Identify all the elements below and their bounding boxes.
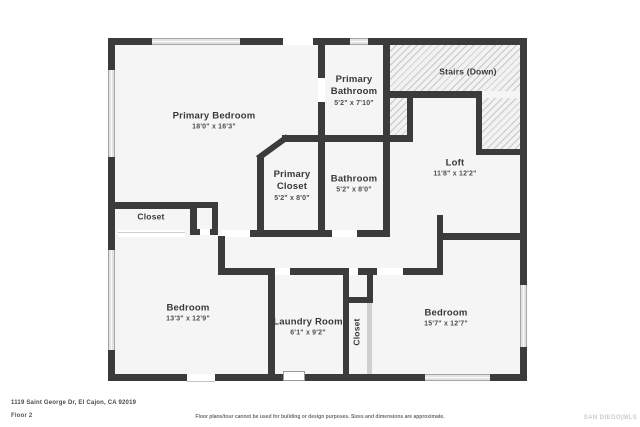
door-opening xyxy=(318,78,325,102)
stairs-hatch-area xyxy=(482,98,520,149)
wall xyxy=(108,38,152,45)
room-name: Bedroom xyxy=(424,307,468,319)
footer-floor-label: Floor 2 xyxy=(11,413,33,419)
room-dims: 13'3" x 12'9" xyxy=(166,315,210,323)
wall xyxy=(218,268,275,275)
room-name: Loft xyxy=(445,157,465,169)
wall xyxy=(476,91,482,155)
room-label-closet-upper: Closet xyxy=(137,211,164,222)
room-name: Closet xyxy=(137,211,165,222)
wall-opening xyxy=(283,38,313,45)
wall xyxy=(108,202,197,209)
door-opening xyxy=(187,374,215,382)
room-label-bathroom: Bathroom 5'2" x 8'0" xyxy=(331,173,377,194)
wall xyxy=(367,268,373,303)
room-dims: 6'1" x 9'2" xyxy=(290,329,326,337)
wall xyxy=(212,203,218,235)
room-dims: 5'2" x 7'10" xyxy=(334,99,374,107)
room-dims: 5'2" x 8'0" xyxy=(274,194,310,202)
wall xyxy=(437,233,527,240)
stairs-hatch-area xyxy=(390,45,520,91)
wall xyxy=(403,268,443,275)
door-opening xyxy=(222,230,250,237)
mls-watermark: SAN DIEGO|MLS xyxy=(583,415,637,421)
wall xyxy=(197,202,218,208)
room-name: Primary Bedroom xyxy=(172,110,256,122)
room-label-laundry: Laundry Room 6'1" x 9'2" xyxy=(273,316,342,337)
window xyxy=(350,38,368,45)
door-opening xyxy=(377,268,403,275)
window-frame xyxy=(283,371,305,381)
room-label-primary-bathroom: Primary Bathroom 5'2" x 7'10" xyxy=(318,74,390,108)
window xyxy=(425,374,490,381)
wall xyxy=(318,45,325,78)
door-opening xyxy=(200,229,210,235)
window xyxy=(152,38,240,45)
room-dims: 5'2" x 8'0" xyxy=(336,186,372,194)
room-label-stairs: Stairs (Down) xyxy=(439,66,496,77)
wall xyxy=(108,350,115,381)
wall xyxy=(407,91,413,142)
room-name: Primary Closet xyxy=(273,169,311,193)
room-label-primary-bedroom: Primary Bedroom 18'0" x 16'3" xyxy=(173,110,256,131)
footer-disclaimer: Floor plans/tour cannot be used for buil… xyxy=(195,414,445,420)
wall xyxy=(476,149,527,155)
wall xyxy=(257,155,264,237)
sliding-door xyxy=(118,230,185,237)
wall xyxy=(190,202,197,235)
wall xyxy=(368,38,527,45)
wall xyxy=(318,142,325,237)
room-label-loft: Loft 11'8" x 12'2" xyxy=(433,157,476,178)
wall xyxy=(268,275,275,374)
stairs-hatch-area xyxy=(390,98,407,135)
wall xyxy=(215,374,283,381)
wall xyxy=(383,45,390,142)
wall xyxy=(250,230,332,237)
wall xyxy=(305,374,425,381)
wall xyxy=(520,347,527,381)
window xyxy=(108,70,115,157)
footer-address: 1119 Saint George Dr, El Cajon, CA 92019 xyxy=(11,400,137,406)
room-dims: 11'8" x 12'2" xyxy=(433,170,477,178)
wall xyxy=(383,142,390,237)
wall xyxy=(282,135,413,142)
wall xyxy=(313,38,350,45)
room-dims: 18'0" x 16'3" xyxy=(192,123,236,131)
wall xyxy=(318,102,325,142)
wall xyxy=(240,38,283,45)
room-name: Bedroom xyxy=(166,302,210,314)
room-name: Stairs (Down) xyxy=(439,66,497,77)
wall xyxy=(290,268,343,275)
room-name: Closet xyxy=(351,318,362,346)
door-opening xyxy=(332,230,357,237)
room-name: Primary Bathroom xyxy=(330,74,378,98)
door-opening xyxy=(275,268,290,275)
wall xyxy=(383,91,482,98)
wall xyxy=(343,297,372,303)
room-label-closet-lower: Closet xyxy=(351,318,362,345)
room-label-primary-closet: Primary Closet 5'2" x 8'0" xyxy=(263,169,321,203)
wall xyxy=(108,374,187,381)
room-label-bedroom-right: Bedroom 15'7" x 12'7" xyxy=(424,307,468,328)
wall xyxy=(490,374,527,381)
wall xyxy=(437,215,443,275)
door-opening xyxy=(349,268,358,275)
wall xyxy=(520,38,527,285)
room-label-bedroom-left: Bedroom 13'3" x 12'9" xyxy=(166,302,210,323)
wall xyxy=(218,236,225,275)
sliding-door xyxy=(367,303,372,374)
room-dims: 15'7" x 12'7" xyxy=(424,320,468,328)
room-name: Bathroom xyxy=(330,173,378,185)
wall xyxy=(358,268,377,275)
window xyxy=(108,250,115,350)
wall xyxy=(108,38,115,70)
wall xyxy=(108,157,115,250)
window xyxy=(520,285,527,347)
wall xyxy=(357,230,388,237)
wall xyxy=(343,268,349,374)
room-name: Laundry Room xyxy=(273,316,343,328)
